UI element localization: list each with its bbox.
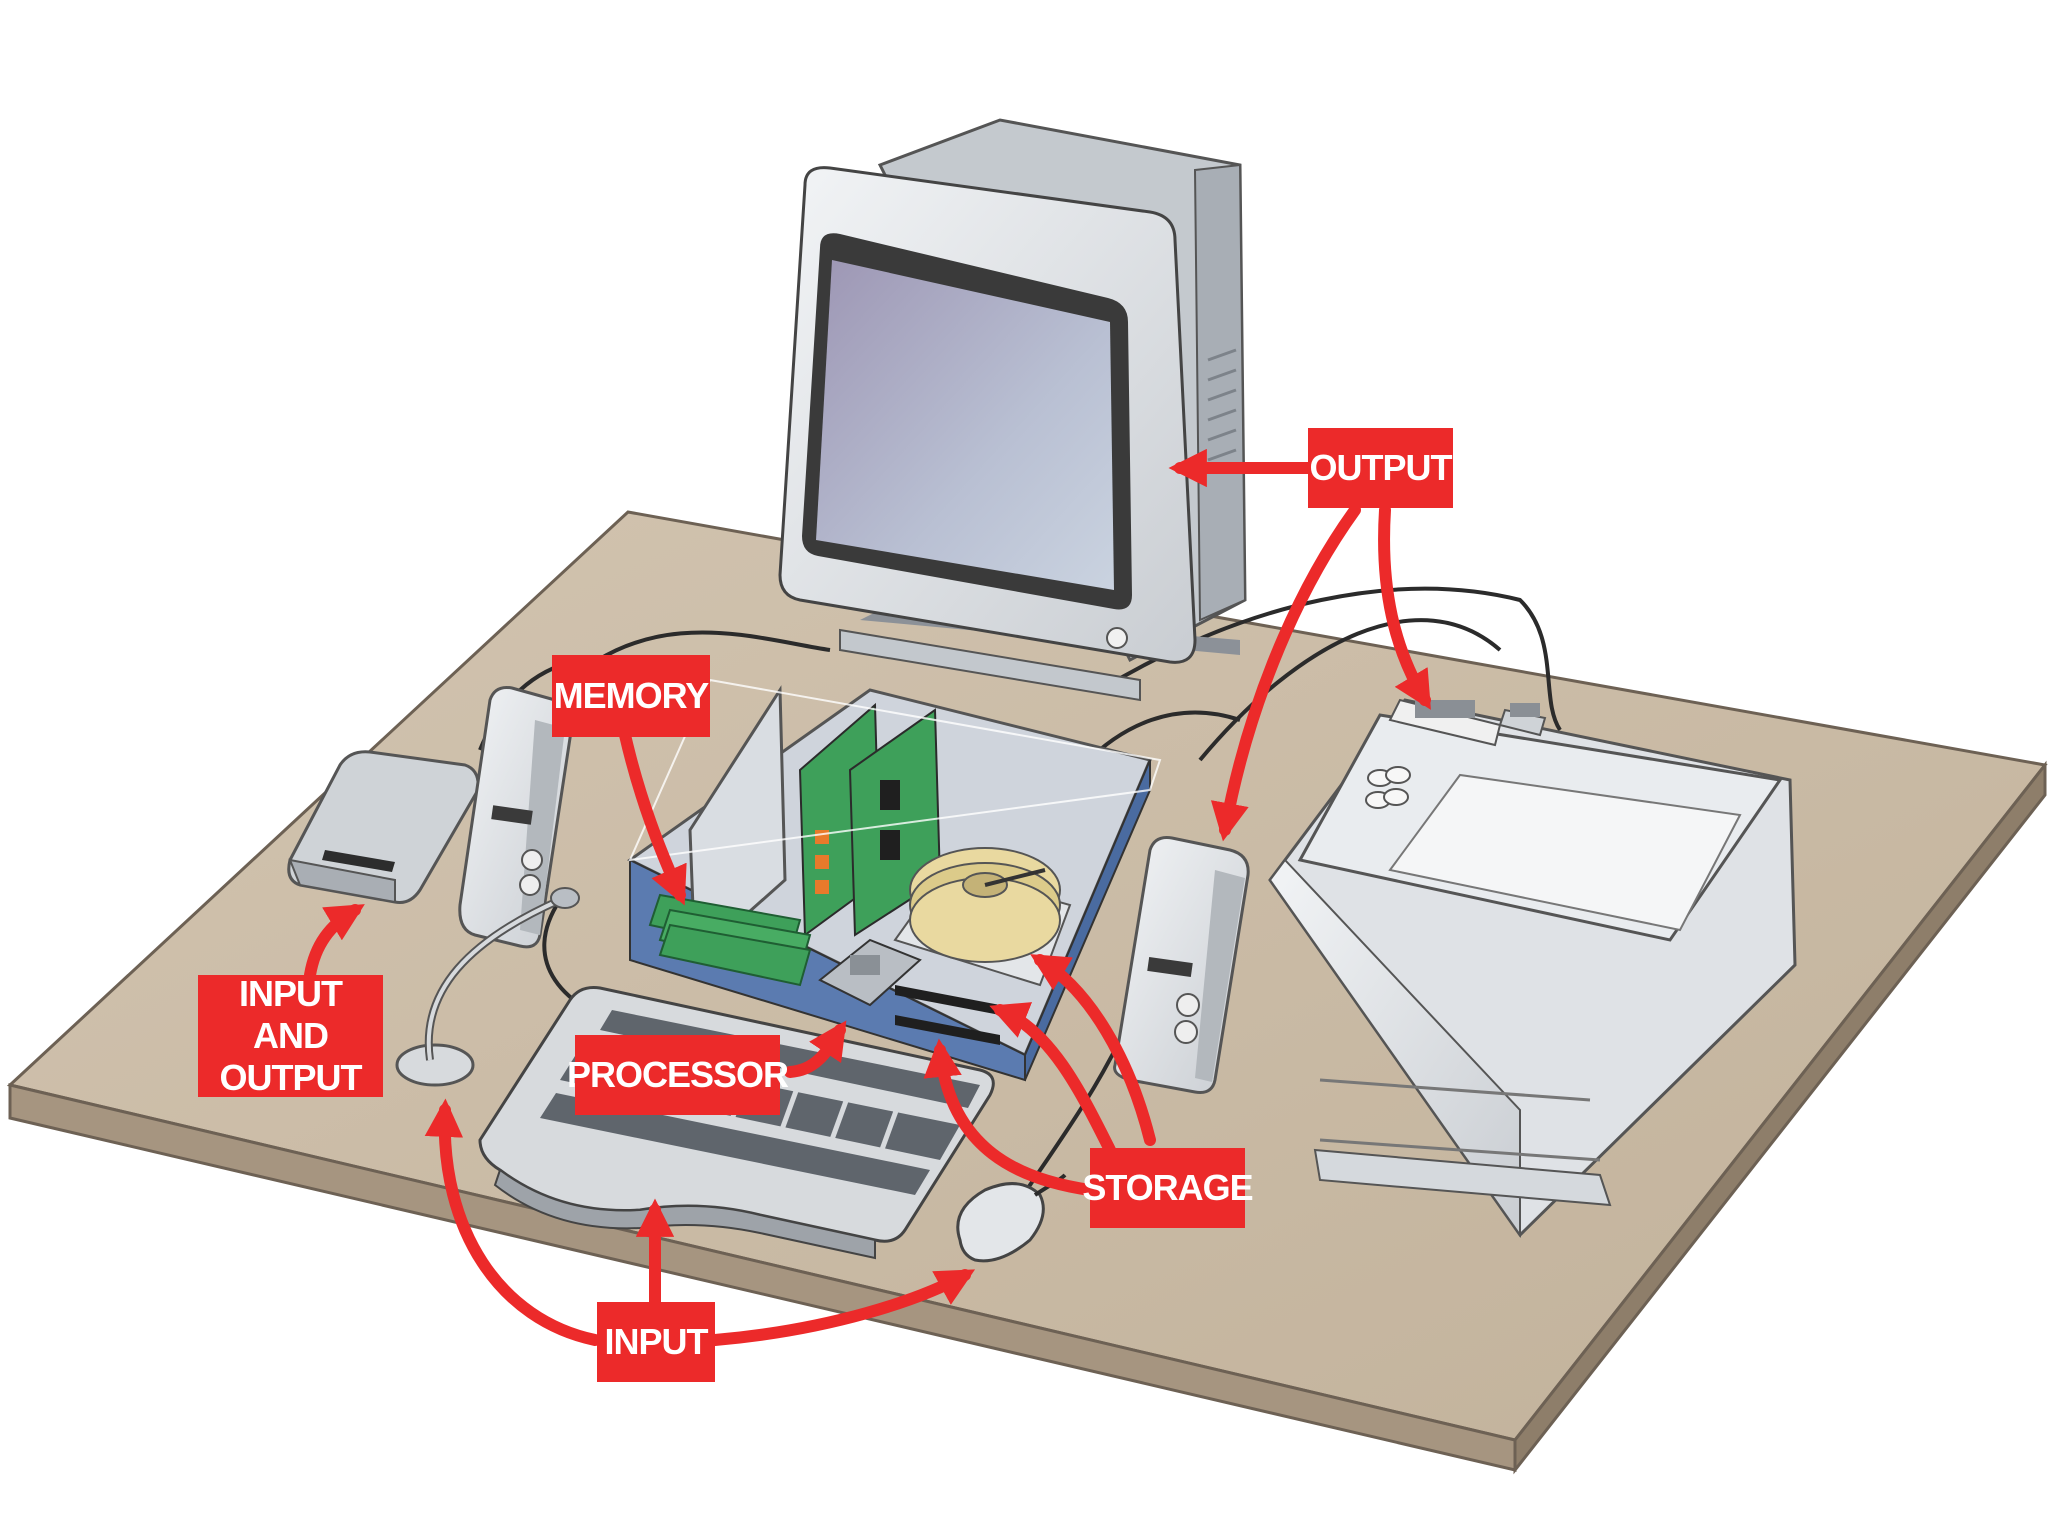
arrow-storage-to-bay1 (923, 1038, 1096, 1196)
label-input-text: INPUT (604, 1321, 709, 1362)
arrow-input-to-mic (424, 1098, 601, 1346)
speaker-left-icon (458, 686, 574, 949)
microphone-icon (395, 887, 580, 1087)
label-input-and-output-line2: OUTPUT (219, 1057, 363, 1098)
label-memory: MEMORY (552, 655, 710, 737)
processor-chip-icon (818, 938, 922, 1007)
memory-module-icon (648, 893, 812, 987)
arrow-memory-to-module (619, 729, 687, 906)
label-output-text: OUTPUT (1309, 447, 1453, 488)
label-input-and-output-line1: INPUT AND (239, 973, 343, 1056)
arrow-input-to-mouse (709, 1269, 976, 1346)
label-output: OUTPUT (1308, 428, 1453, 508)
arrow-storage-to-disk (1030, 954, 1156, 1146)
hard-disk-icon (893, 847, 1072, 987)
crt-monitor-icon (778, 118, 1247, 702)
arrow-input-output-to-drive (304, 904, 365, 981)
label-input: INPUT (597, 1302, 715, 1382)
speaker-right-icon (1113, 836, 1250, 1094)
label-processor-text: PROCESSOR (566, 1054, 789, 1095)
mouse-icon (956, 1173, 1067, 1263)
label-input-and-output: INPUT AND OUTPUT (198, 973, 383, 1098)
arrow-output-to-printer (1378, 504, 1431, 710)
system-unit-icon (627, 678, 1162, 1082)
arrow-storage-to-bay2 (989, 1002, 1116, 1156)
label-storage-text: STORAGE (1082, 1167, 1253, 1208)
drive-bay-icon (895, 985, 1000, 1045)
label-processor: PROCESSOR (567, 1035, 789, 1115)
arrow-output-to-speaker (1210, 504, 1361, 842)
annotation-arrows (304, 448, 1431, 1346)
laser-printer-icon (1268, 698, 1797, 1239)
label-storage: STORAGE (1082, 1148, 1254, 1228)
arrow-processor-to-chip (784, 1020, 847, 1078)
label-memory-text: MEMORY (553, 675, 710, 716)
